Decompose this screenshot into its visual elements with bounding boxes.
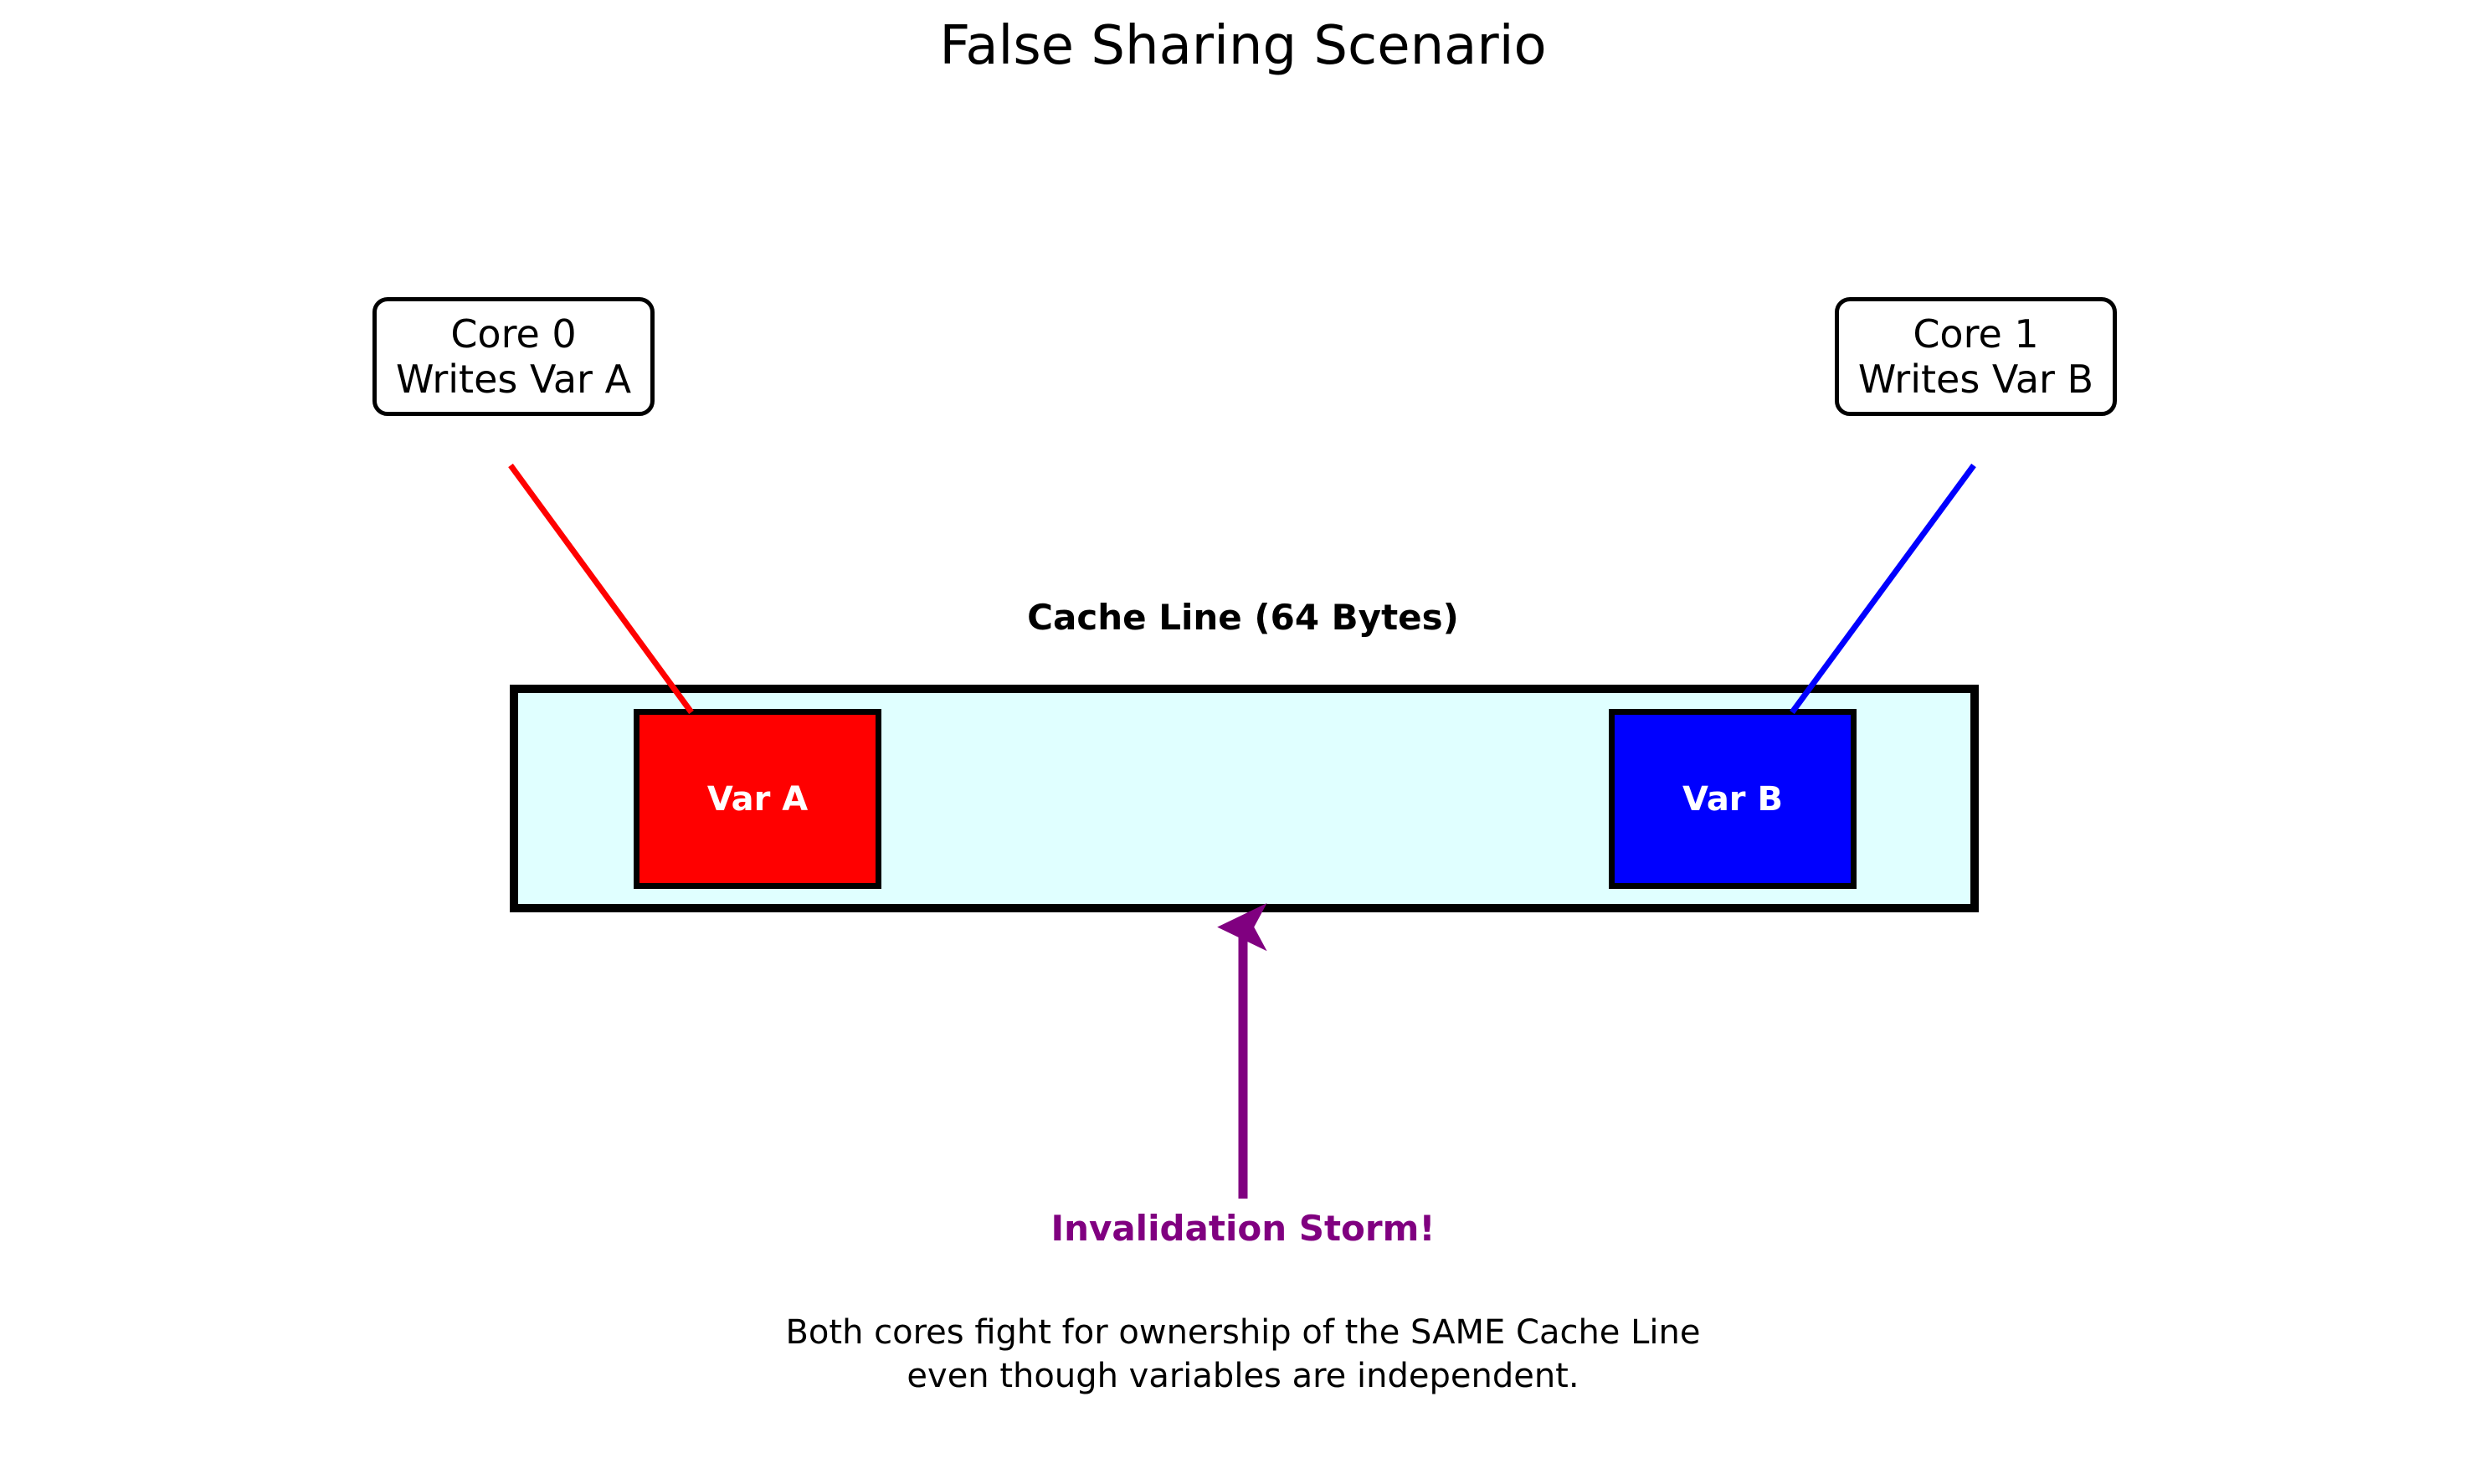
invalidation-storm-label: Invalidation Storm! [1050, 1208, 1436, 1249]
var-a-label: Var A [706, 779, 809, 819]
caption-line-1: Both cores fight for ownership of the SA… [785, 1313, 1701, 1352]
cache-line-label: Cache Line (64 Bytes) [1027, 597, 1459, 638]
caption-block: Both cores fight for ownership of the SA… [0, 1311, 2486, 1398]
core-0-connector [508, 463, 694, 715]
core-1-connector [1790, 463, 1976, 715]
var-b-block: Var B [1609, 709, 1857, 889]
page-title: False Sharing Scenario [939, 15, 1547, 77]
core-1-title: Core 1 [1913, 311, 2039, 357]
var-a-block: Var A [634, 709, 881, 889]
core-0-title: Core 0 [450, 311, 577, 357]
core-0-action: Writes Var A [395, 357, 632, 402]
caption-line-2: even though variables are independent. [907, 1357, 1579, 1395]
core-0-box: Core 0 Writes Var A [372, 297, 655, 416]
core-1-action: Writes Var B [1857, 357, 2094, 402]
var-b-label: Var B [1682, 779, 1783, 819]
core-1-box: Core 1 Writes Var B [1835, 297, 2117, 416]
